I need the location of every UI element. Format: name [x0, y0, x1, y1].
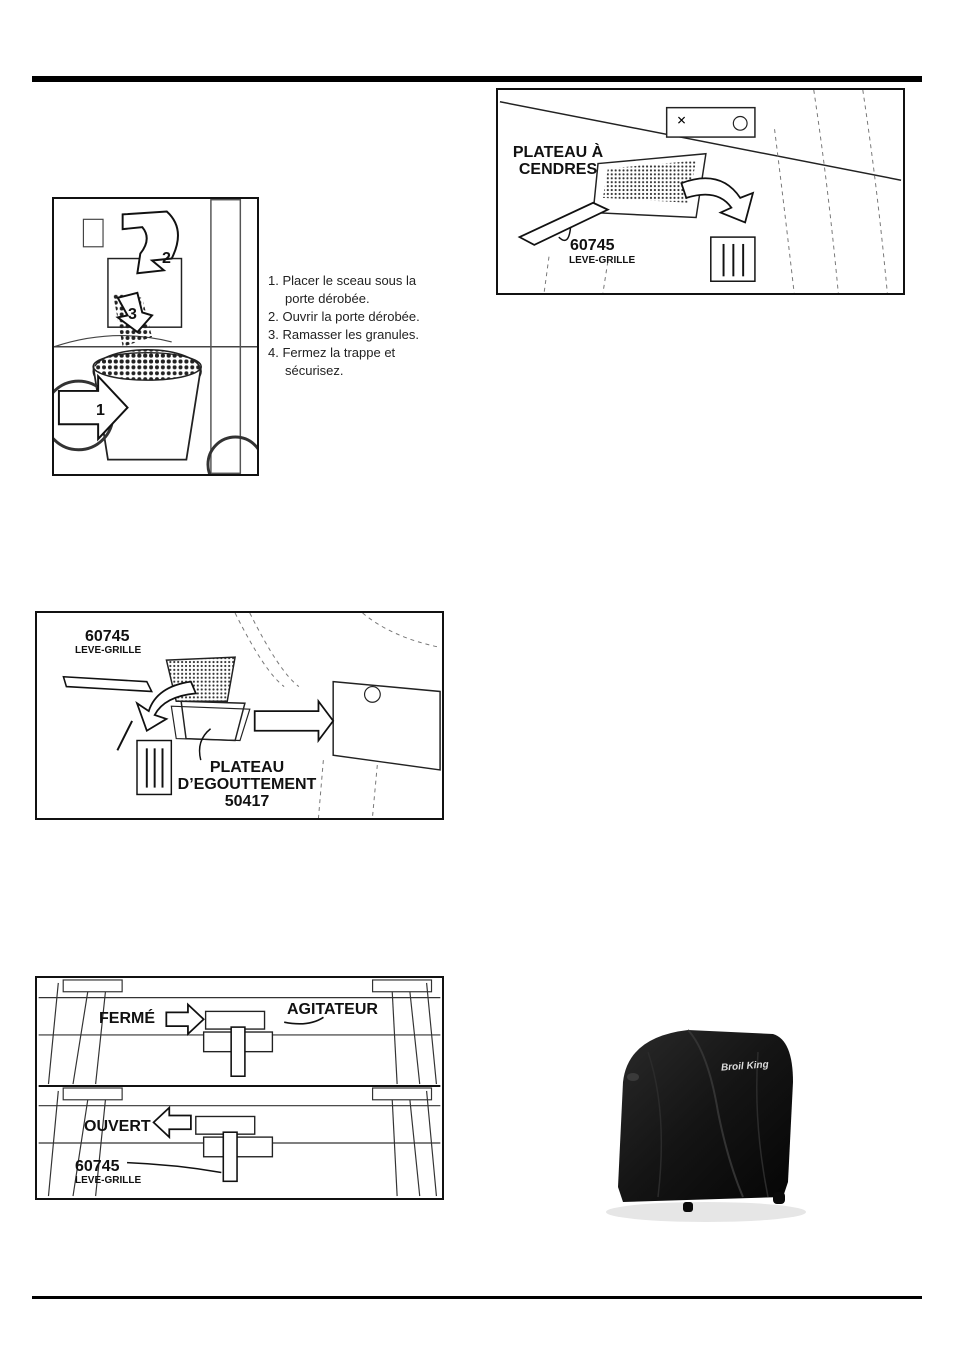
- grill-cover-photo: Broil King: [578, 992, 834, 1242]
- bottom-rule: [32, 1296, 922, 1299]
- ash-tray-label-line-1: PLATEAU À: [512, 144, 604, 161]
- pellet-dump-steps: 1. Placer le sceau sous la porte dérobée…: [268, 272, 420, 380]
- agitator-tool-name: LEVE-GRILLE: [75, 1175, 142, 1186]
- drip-tool-number: 60745: [85, 628, 130, 645]
- step-1-line-1: 1. Placer le sceau sous la: [268, 273, 417, 288]
- ash-tray-figure: ✕ PLATEAU À CENDRES 60745 LEVE-GRILLE: [496, 88, 905, 295]
- pellet-dump-illustration: [54, 199, 257, 474]
- agitator-figure: FERMÉ AGITATEUR OUVERT 60745 LEVE-GRILLE: [35, 976, 444, 1200]
- closed-label: FERMÉ: [99, 1010, 155, 1027]
- step-3: 3. Ramasser les granules.: [268, 327, 420, 342]
- drip-tray-label-line-1: PLATEAU: [209, 759, 285, 776]
- drip-tray-part-number: 50417: [224, 793, 270, 810]
- arrow-label-2: 2: [162, 250, 171, 267]
- drip-tray-label-line-2: D’EGOUTTEMENT: [177, 776, 317, 793]
- step-2: 2. Ouvrir la porte dérobée.: [268, 309, 420, 324]
- step-1-line-2: porte dérobée.: [285, 291, 370, 306]
- agitator-illustration: [38, 979, 441, 1197]
- step-4-line-2: sécurisez.: [285, 363, 344, 378]
- drip-tray-figure: 60745 LEVE-GRILLE PLATEAU D’EGOUTTEMENT …: [35, 611, 444, 820]
- drip-tool-name: LEVE-GRILLE: [75, 645, 142, 656]
- ash-tray-label-line-2: CENDRES: [518, 161, 598, 178]
- ash-tray-illustration: ✕: [499, 90, 902, 293]
- step-4-line-1: 4. Fermez la trappe et: [268, 345, 396, 360]
- open-label: OUVERT: [84, 1118, 151, 1135]
- pellet-dump-figure: 2 3 1: [52, 197, 259, 476]
- arrow-label-1: 1: [96, 402, 105, 419]
- drip-tray-illustration: [62, 613, 441, 818]
- agitator-tool-number: 60745: [75, 1158, 120, 1175]
- ash-tool-name: LEVE-GRILLE: [569, 255, 636, 266]
- ash-tool-number: 60745: [570, 237, 615, 254]
- svg-text:✕: ✕: [676, 114, 686, 127]
- top-rule: [32, 76, 922, 82]
- arrow-label-3: 3: [128, 306, 137, 323]
- grill-cover-illustration: [606, 1029, 806, 1222]
- agitator-label: AGITATEUR: [287, 1001, 378, 1018]
